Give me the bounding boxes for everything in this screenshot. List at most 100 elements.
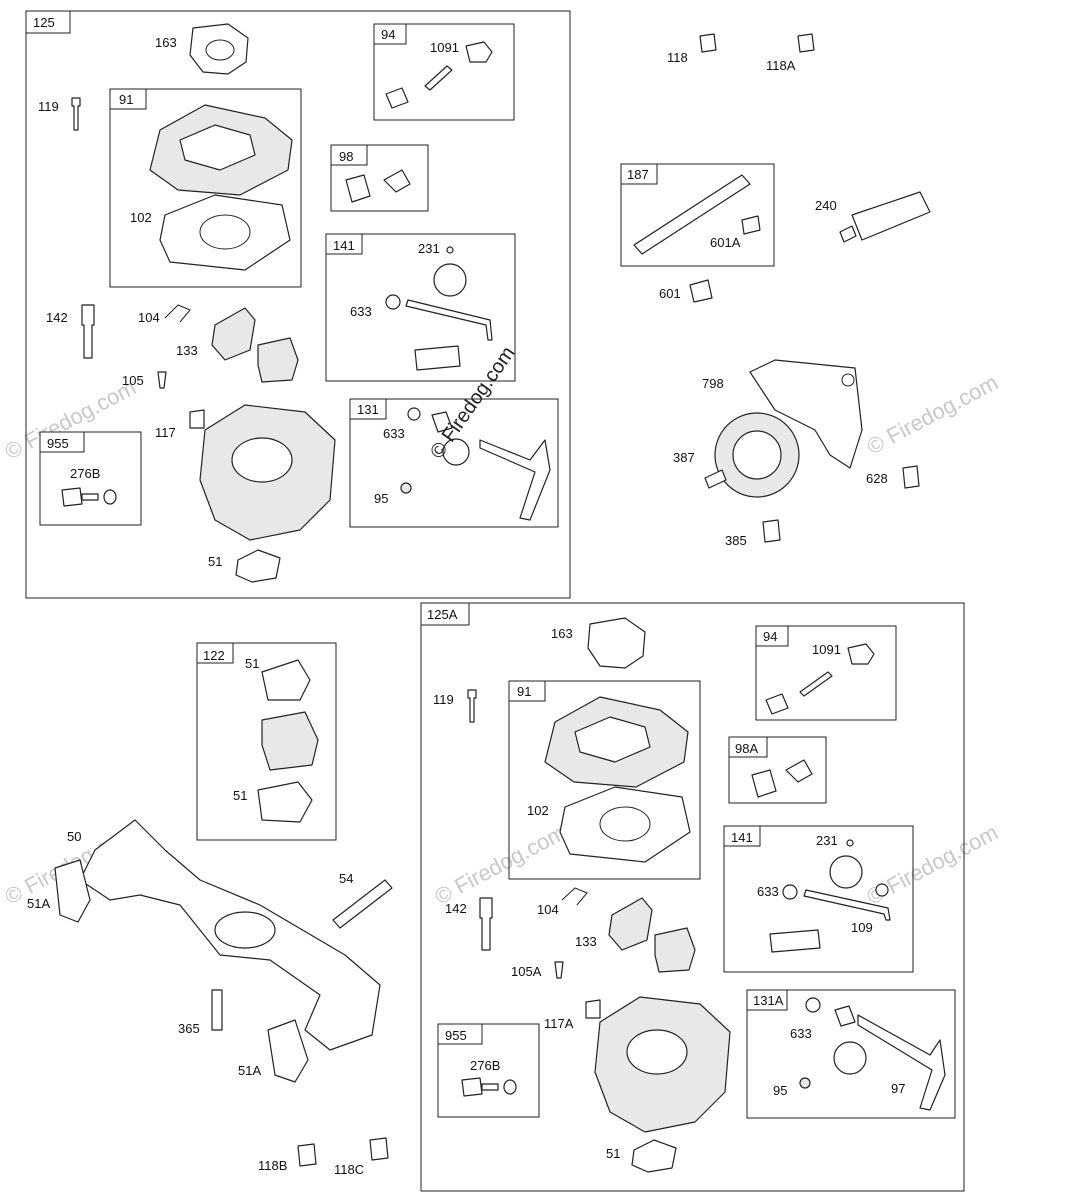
screw-365-icon [211,989,223,1031]
callout-633c: 633 [757,884,779,899]
group-955b-label: 955 [445,1028,467,1043]
group-94-label: 94 [381,27,395,42]
bolt-54-icon [332,879,393,929]
callout-276B2: 276B [470,1058,500,1073]
group-131A-label: 131A [753,993,784,1008]
bracket-798-icon [749,359,863,469]
group-125A-label: 125A [427,607,458,622]
callout-109: 109 [851,920,873,935]
screw-628-icon [902,465,920,489]
callout-119: 119 [38,99,59,114]
screw-385-icon [762,519,781,543]
callout-97: 97 [891,1081,905,1096]
float-133b-icon [608,897,653,951]
seal-633c-icon [782,884,798,900]
jet-142b-icon [479,897,493,951]
callout-117A: 117A [544,1016,574,1031]
plug-117-icon [189,409,205,429]
needle-valve-b-icon [799,671,833,697]
fitting-276B-stem-icon [81,493,99,501]
washer-276B-icon [103,489,117,505]
callout-119b: 119 [433,692,454,707]
group-131A-tab [746,989,788,1011]
carburetor-bore-b-icon [626,1029,688,1075]
gasket-51-icon [235,549,281,583]
fitting-118C-icon [369,1137,389,1161]
carburetor-top-b-detail-icon [574,716,651,763]
pin-104b-icon [561,887,588,906]
group-955-label: 955 [47,436,69,451]
group-94-frame [373,23,515,121]
manifold-group: 122 51 51 50 51A 54 365 51A 118B 118C [27,642,393,1177]
group-955b-tab [437,1023,483,1045]
callout-50: 50 [67,829,81,844]
gasket-163-hole-icon [205,39,235,61]
callout-1091: 1091 [430,40,459,55]
gasket-102b-hole-icon [599,806,651,842]
group-125A-tab [420,602,470,626]
group-98-tab [330,144,368,166]
needle-105-icon [157,371,167,389]
callout-104b: 104 [537,902,559,917]
float-133-icon [211,307,256,361]
fuel-pump-center-icon [732,430,782,480]
spring-94b-icon [765,693,789,715]
spring-98A-icon [751,769,777,798]
group-141-label: 141 [333,238,355,253]
group-187-label: 187 [627,167,649,182]
callout-628: 628 [866,471,888,486]
callout-118: 118 [667,50,688,65]
gasket-51A-left-icon [54,859,91,923]
fitting-118-icon [699,33,717,53]
manifold-port-icon [214,911,276,949]
gasket-163-icon [189,23,249,75]
throttle-plate-icon [433,263,467,297]
fuel-line-icon [633,174,751,255]
clamp-601-icon [689,279,713,303]
fitting-118B-icon [297,1143,317,1167]
callout-633d: 633 [790,1026,812,1041]
cap-1091-icon [465,41,493,63]
callout-117: 117 [155,425,176,440]
group-141b-tab [723,825,761,847]
group-98-label: 98 [339,149,353,164]
choke-shaft-icon [479,439,551,521]
bushing-131-icon [431,411,453,433]
cap-1091b-icon [847,643,875,665]
choke-shaft-b-icon [857,1014,946,1111]
group-125: 125 163 94 1091 119 91 102 98 14 [25,10,571,599]
throttle-shaft-b-icon [803,889,891,921]
gasket-51A-right-icon [267,1019,309,1083]
callout-798: 798 [702,376,724,391]
callout-231: 231 [418,241,440,256]
callout-276B: 276B [70,466,100,481]
watermark-center-bottom: © Firedog.com [431,819,570,909]
group-955-tab [39,431,85,453]
callout-95b: 95 [773,1083,787,1098]
gasket-122-top-icon [261,659,311,701]
callout-231b: 231 [816,833,838,848]
callout-102: 102 [130,210,152,225]
group-98-frame [330,144,429,212]
callout-51: 51 [208,554,222,569]
callout-51A: 51A [27,896,50,911]
callout-51b: 51 [233,788,247,803]
fuel-filter-icon [851,191,931,241]
group-94b-tab [755,625,789,647]
callout-1091b: 1091 [812,642,841,657]
group-122-label: 122 [203,648,225,663]
jet-142-icon [81,304,95,359]
callout-54: 54 [339,871,353,886]
group-131-tab [349,398,387,420]
group-125A-frame [420,602,965,1192]
float-133-pontoon-icon [257,337,299,383]
callout-633b: 633 [383,426,405,441]
gasket-122-bottom-icon [257,781,313,823]
group-131A-frame [746,989,956,1119]
callout-133: 133 [176,343,198,358]
group-125A: 125A 163 94 1091 119 91 102 98A 141 231 … [420,602,965,1192]
group-955-frame [39,431,142,526]
float-133b-pontoon-icon [654,927,696,973]
group-91-label: 91 [119,92,133,107]
